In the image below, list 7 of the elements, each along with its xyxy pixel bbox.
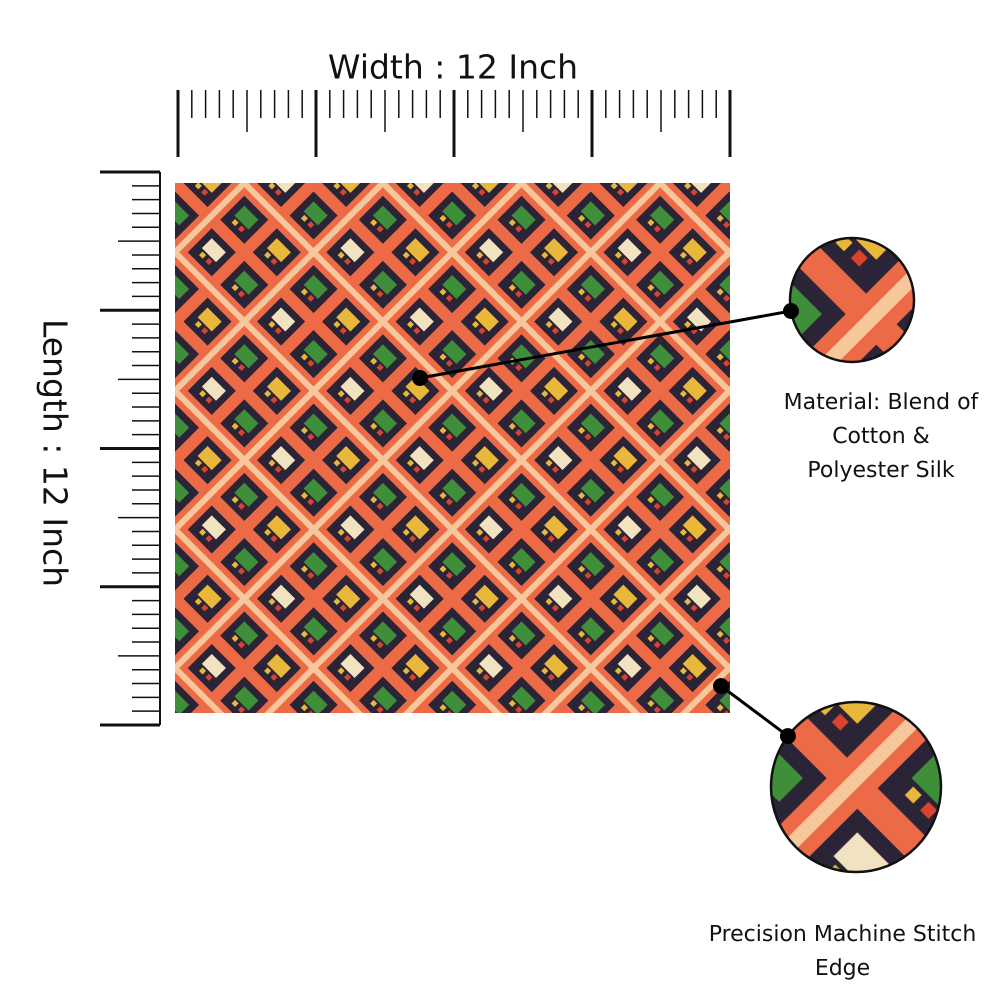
callout-text: Material: Blend of Cotton & Polyester Silk (782, 389, 980, 485)
dimension-label: Width : 12 Inch (328, 48, 578, 86)
leader-line (713, 678, 796, 744)
dimension-label: Length : 12 Inch (36, 318, 74, 588)
leader-line (412, 303, 799, 386)
callout-text: Precision Machine Stitch Edge (708, 921, 978, 983)
fabric-photo (175, 183, 730, 713)
